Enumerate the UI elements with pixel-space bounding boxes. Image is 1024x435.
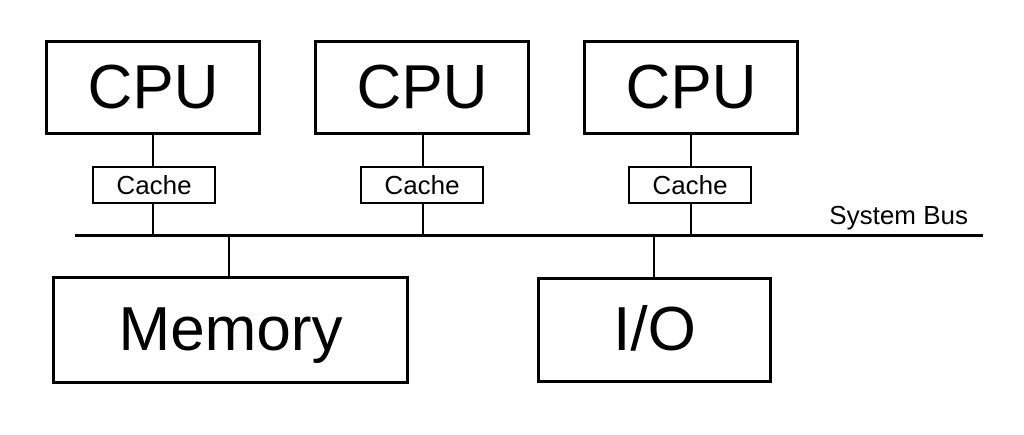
connector-cache2-bus xyxy=(422,202,424,236)
cache3-label: Cache xyxy=(652,170,728,200)
connector-bus-io xyxy=(653,236,655,278)
io-label: I/O xyxy=(613,295,696,364)
connector-cpu2-cache2 xyxy=(422,134,424,168)
cache1-box: Cache xyxy=(92,166,216,204)
connector-cache3-bus xyxy=(690,202,692,236)
cache1-label: Cache xyxy=(116,170,192,200)
cache3-box: Cache xyxy=(628,166,752,204)
memory-label: Memory xyxy=(118,295,343,364)
memory-box: Memory xyxy=(52,276,409,384)
cpu3-label: CPU xyxy=(625,52,757,122)
connector-cpu1-cache1 xyxy=(152,134,154,168)
cpu1-label: CPU xyxy=(87,52,219,122)
cpu1-box: CPU xyxy=(45,40,261,135)
cpu2-box: CPU xyxy=(314,40,530,135)
cache2-box: Cache xyxy=(360,166,484,204)
io-box: I/O xyxy=(537,277,772,383)
system-bus-label: System Bus xyxy=(829,200,968,230)
connector-bus-memory xyxy=(228,236,230,277)
system-bus-line xyxy=(75,234,983,237)
cache2-label: Cache xyxy=(384,170,460,200)
connector-cache1-bus xyxy=(152,202,154,236)
cpu3-box: CPU xyxy=(583,40,799,135)
cpu2-label: CPU xyxy=(356,52,488,122)
connector-cpu3-cache3 xyxy=(690,134,692,168)
